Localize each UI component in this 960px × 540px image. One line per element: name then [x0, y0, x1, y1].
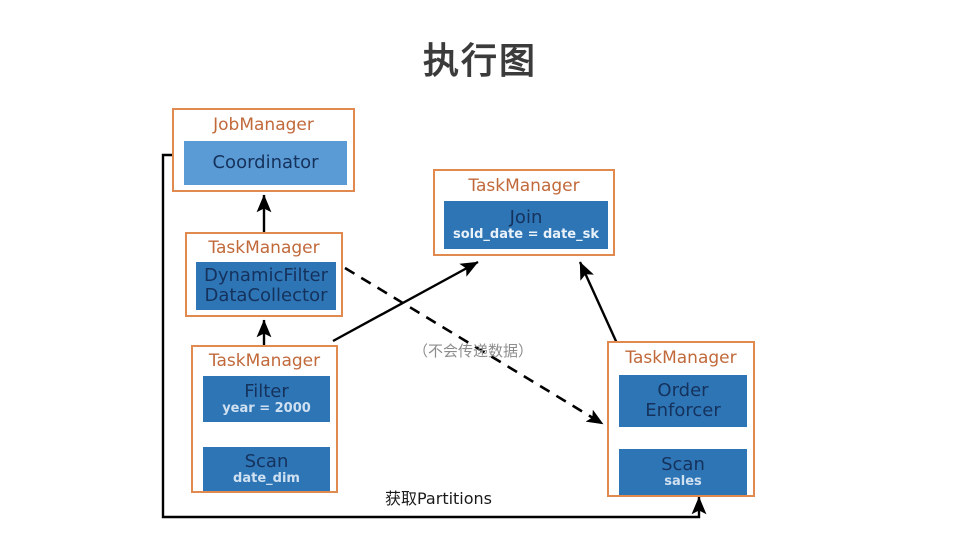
- edge-taskmanager-date-to-join: [332, 260, 479, 343]
- container-task-manager-scan-date: TaskManager Filter year = 2000 Scan date…: [191, 345, 338, 493]
- node-filter[interactable]: Filter year = 2000: [203, 376, 330, 422]
- node-scan-sales-subtitle: sales: [664, 474, 702, 490]
- edge-orderenforcer-to-join: [578, 261, 622, 351]
- container-task-manager-join: TaskManager Join sold_date = date_sk: [433, 169, 615, 256]
- container-task-manager-scan-sales-label: TaskManager: [625, 348, 737, 368]
- node-order-enforcer-line1: Order: [657, 379, 709, 401]
- annotation-get-partitions: 获取Partitions: [385, 489, 493, 508]
- node-join-title: Join: [509, 206, 543, 228]
- node-join[interactable]: Join sold_date = date_sk: [444, 201, 608, 249]
- node-coordinator[interactable]: Coordinator: [184, 141, 347, 185]
- node-join-subtitle: sold_date = date_sk: [453, 227, 599, 243]
- node-scan-sales[interactable]: Scan sales: [619, 449, 747, 495]
- node-coordinator-title: Coordinator: [212, 152, 319, 174]
- node-scan-date-dim-title: Scan: [244, 450, 289, 472]
- container-task-manager-join-label: TaskManager: [468, 176, 580, 196]
- container-task-manager-scan-sales: TaskManager Order Enforcer Scan sales: [607, 341, 755, 497]
- node-filter-title: Filter: [244, 380, 289, 402]
- page-title: 执行图: [422, 41, 537, 82]
- node-dynamicfilter-datacollector-line1: DynamicFilter: [204, 264, 328, 286]
- container-job-manager-label: JobManager: [213, 115, 314, 135]
- node-scan-sales-title: Scan: [661, 453, 705, 475]
- annotation-no-data-transfer: （不会传递数据）: [413, 342, 534, 360]
- node-dynamicfilter-datacollector-line2: DataCollector: [204, 285, 328, 306]
- node-filter-subtitle: year = 2000: [222, 401, 311, 417]
- node-order-enforcer[interactable]: Order Enforcer: [619, 375, 747, 427]
- node-order-enforcer-line2: Enforcer: [645, 400, 721, 421]
- container-task-manager-collector-label: TaskManager: [208, 238, 320, 258]
- node-scan-date-dim[interactable]: Scan date_dim: [203, 447, 330, 491]
- container-task-manager-collector: TaskManager DynamicFilter DataCollector: [185, 232, 343, 317]
- container-job-manager: JobManager Coordinator: [172, 108, 355, 192]
- node-scan-date-dim-subtitle: date_dim: [233, 471, 300, 487]
- container-task-manager-scan-date-label: TaskManager: [208, 351, 321, 371]
- node-dynamicfilter-datacollector[interactable]: DynamicFilter DataCollector: [196, 262, 336, 310]
